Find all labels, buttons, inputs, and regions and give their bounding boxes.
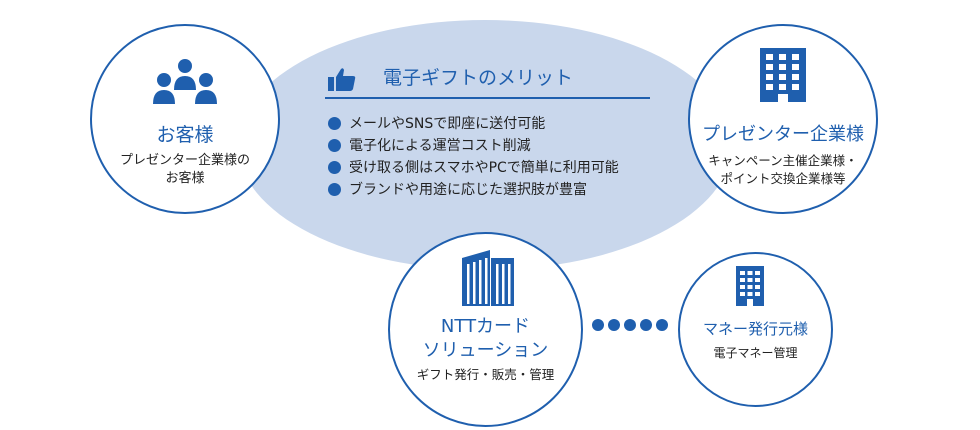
merit-title: 電子ギフトのメリット [383,67,574,89]
presenter-subtitle-2: ポイント交換企業様等 [720,171,846,186]
ntt-title-line-2: ソリューション [422,340,549,361]
office-tower-icon [462,250,514,306]
merit-list: メールやSNSで即座に送付可能 電子化による運営コスト削減 受け取る側はスマホや… [328,112,619,200]
money-issuer-subtitle: 電子マネー管理 [713,346,798,360]
bullet-icon [328,138,341,152]
merit-ellipse [238,20,732,270]
bullet-icon [328,182,341,196]
connector-dot [656,319,668,331]
customer-subtitle-1: プレゼンター企業様の [119,153,250,168]
connector-dot [624,319,636,331]
building-icon [760,48,806,102]
ntt-subtitle: ギフト発行・販売・管理 [416,367,555,382]
bullet-icon [328,116,341,130]
merit-item: 受け取る側はスマホやPCで簡単に利用可能 [328,156,619,178]
connector-dots [592,319,672,331]
ntt-title-line-1: NTTカード [440,316,531,337]
building-icon [736,266,764,306]
presenter-subtitle-1: キャンペーン主催企業様・ [708,153,858,168]
money-issuer-title: マネー発行元様 [702,320,808,338]
merit-item: 電子化による運営コスト削減 [328,134,619,156]
merit-item: メールやSNSで即座に送付可能 [328,112,619,134]
connector-dot [592,319,604,331]
connector-dot [608,319,620,331]
customer-title: お客様 [156,124,214,146]
connector-dot [640,319,652,331]
merit-item: ブランドや用途に応じた選択肢が豊富 [328,178,619,200]
presenter-title: プレゼンター企業様 [702,124,864,145]
customer-subtitle-2: お客様 [165,171,205,186]
people-group-icon [153,59,217,104]
merit-divider [325,97,650,99]
customer-node [90,24,280,214]
thumbs-up-icon [328,68,356,91]
bullet-icon [328,160,341,174]
